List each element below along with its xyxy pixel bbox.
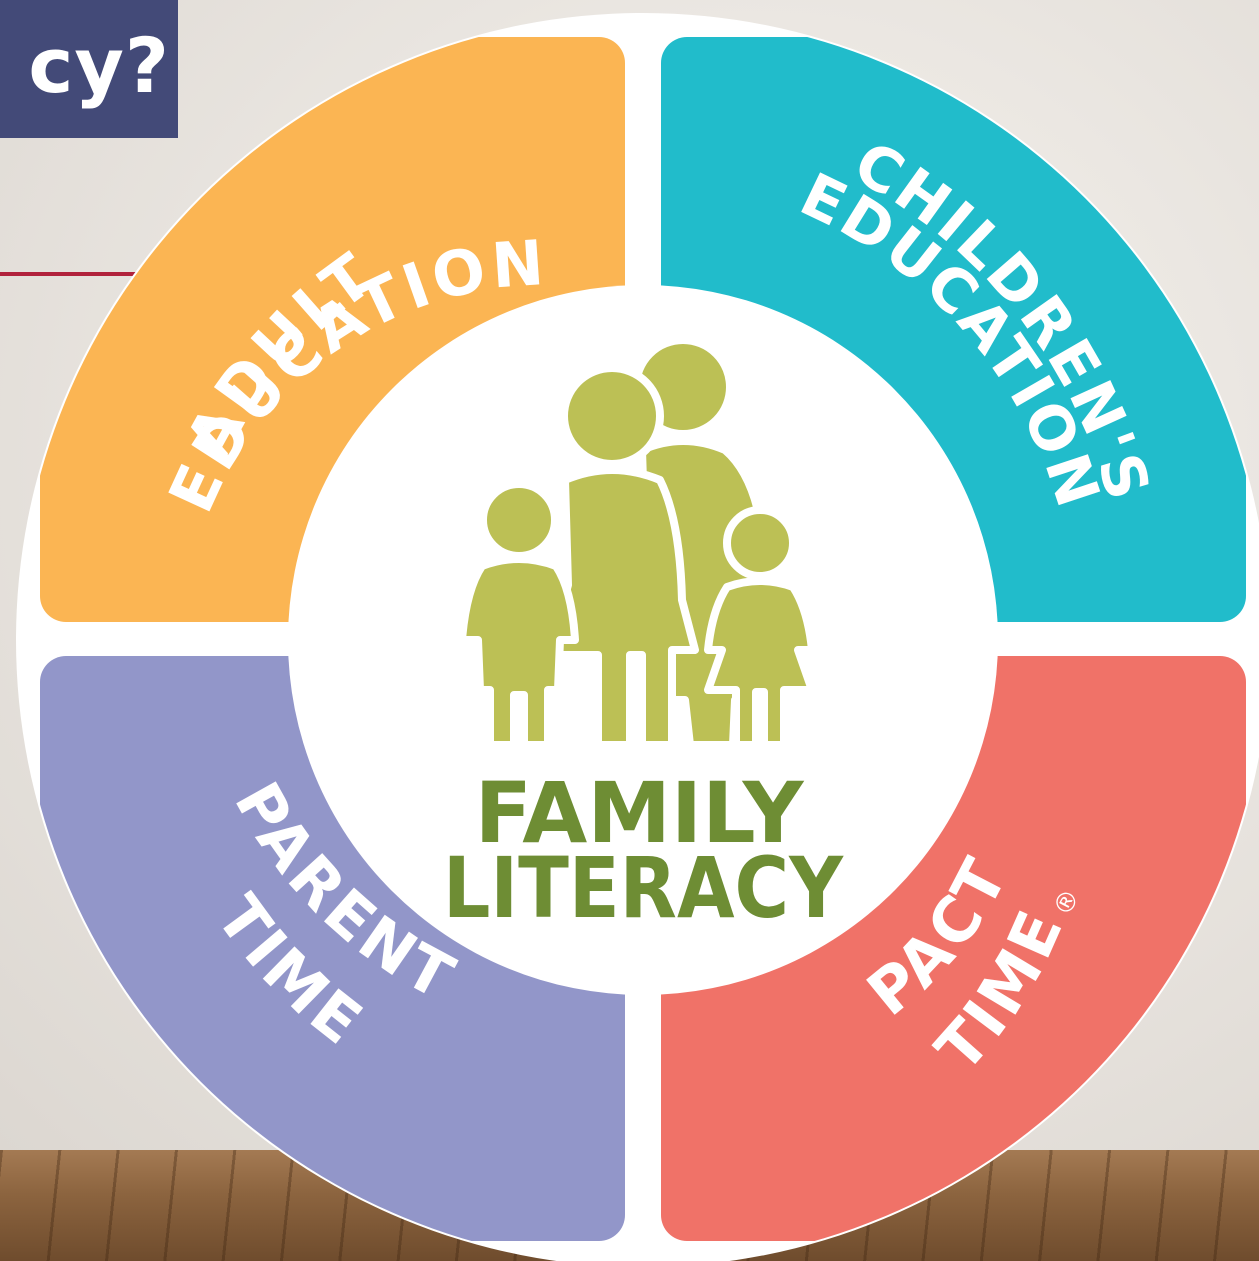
center-title-line-1: FAMILY: [475, 764, 805, 862]
girl-figure: [704, 506, 816, 749]
center-title-line-2: LITERACY: [443, 839, 844, 937]
title-underline: [0, 272, 140, 276]
boy-figure: [458, 480, 579, 749]
title-box: cy?: [0, 0, 178, 138]
family-icon: [458, 336, 816, 749]
slide-title: cy?: [28, 21, 170, 110]
mother-figure: [544, 364, 699, 749]
